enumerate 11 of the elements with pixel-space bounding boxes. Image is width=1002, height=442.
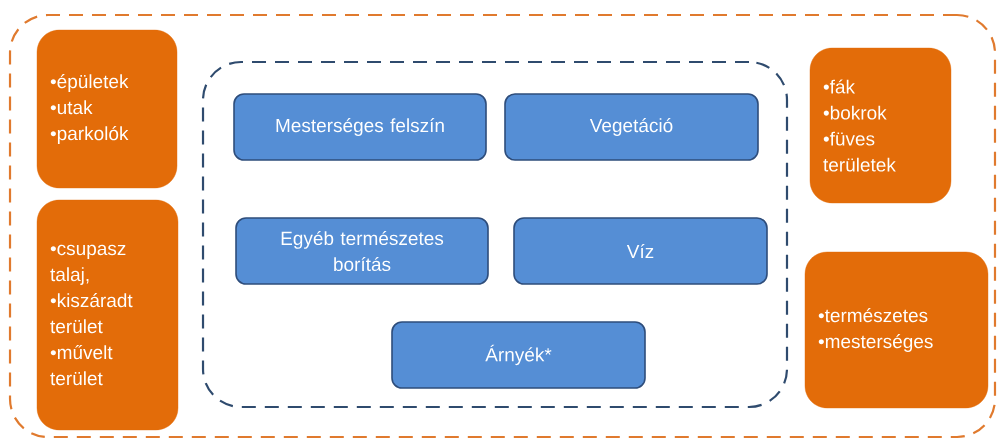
category-box: Mesterséges felszín (233, 93, 487, 161)
dashed-frame (8, 13, 997, 439)
category-box: Víz (513, 217, 768, 285)
list-box: •természetes •mesterséges (804, 251, 989, 409)
category-box: Árnyék* (391, 321, 646, 389)
list-box: •csupasz talaj, •kiszáradt terület •művelt terület (36, 199, 179, 431)
list-box: •fák •bokrok •füves területek (809, 47, 952, 204)
list-box: •épületek •utak •parkolók (36, 29, 178, 189)
dashed-frame (201, 60, 789, 409)
category-box: Egyéb természetes borítás (235, 217, 489, 285)
category-box: Vegetáció (504, 93, 759, 161)
